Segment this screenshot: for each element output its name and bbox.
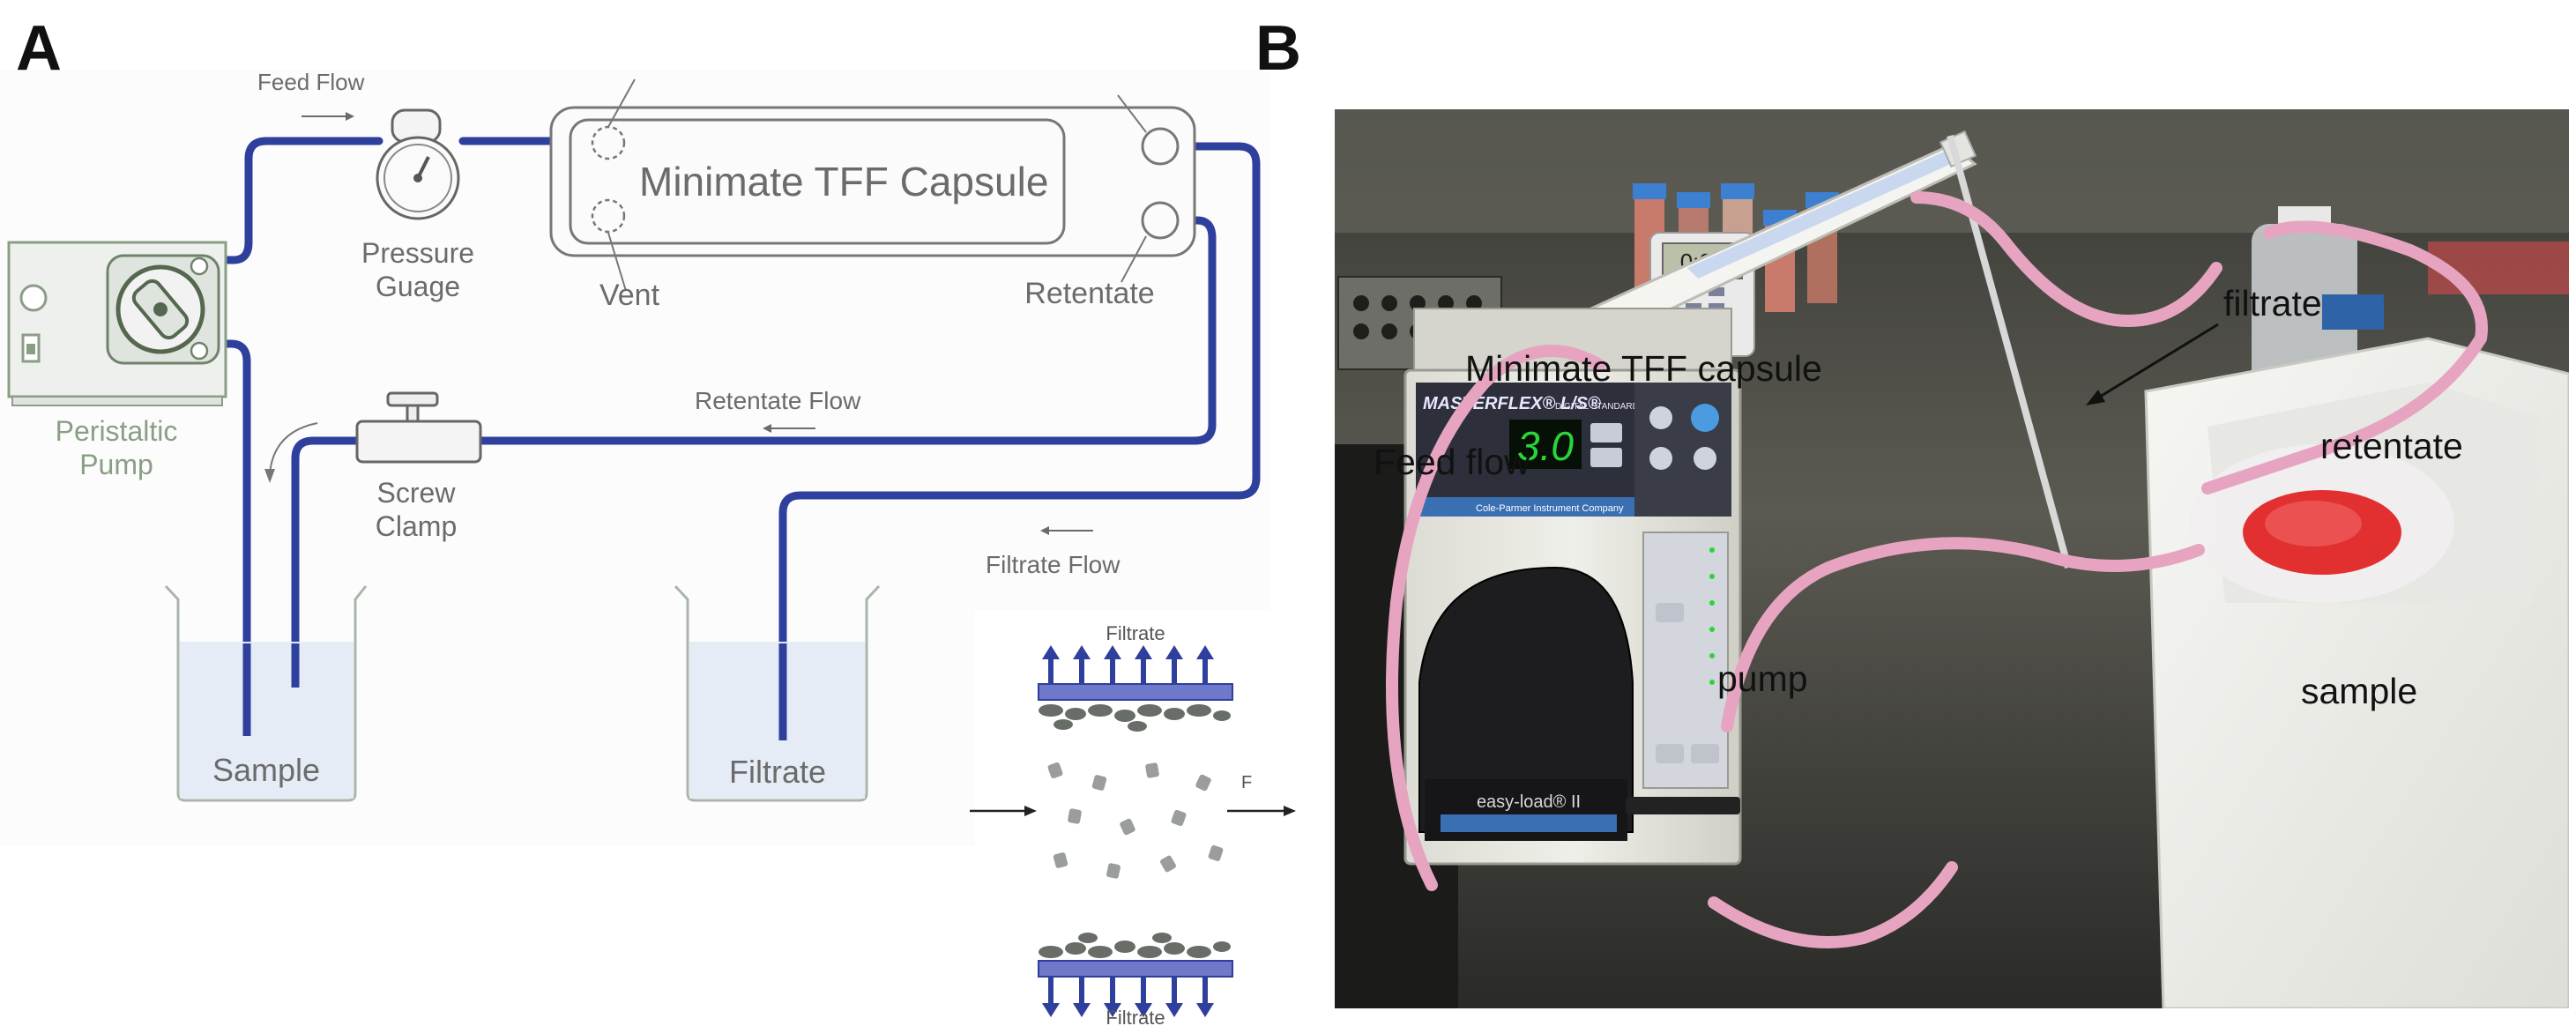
retentate-tubing	[2201, 220, 2488, 494]
pump-brand-sub: DIGITAL STANDARD DRIVE	[1555, 402, 1668, 412]
retentate-label: Retentate	[1024, 277, 1154, 310]
pump-head-label: easy-load® II	[1477, 792, 1581, 812]
photo-sample-label: sample	[2301, 671, 2417, 711]
pressure-gauge	[376, 108, 460, 220]
styrofoam-ice-box	[2144, 337, 2569, 1008]
inset-bottom-arrows	[1042, 977, 1214, 1017]
pump-cal-button	[1649, 447, 1672, 470]
pump-label-line2: Pump	[79, 449, 153, 480]
feed-port-pointer	[607, 78, 636, 128]
filtrate-beaker-label: Filtrate	[729, 754, 826, 790]
pump-lever	[1626, 797, 1740, 814]
pump-down-button	[1590, 448, 1622, 467]
inset-middle-particles	[1047, 762, 1224, 879]
sample-label: Sample	[212, 752, 320, 788]
filtrate-flow-arrow	[1040, 526, 1093, 535]
inset-bottom-particles	[1039, 933, 1231, 958]
feed-tube-1	[220, 137, 383, 264]
inset-feed-arrow	[970, 806, 1037, 816]
photo-feed-flow-label: Feed flow	[1374, 442, 1530, 482]
retentate-return-tube	[291, 436, 361, 692]
filtrate-tube	[778, 142, 1261, 745]
pump-maker: Cole-Parmer Instrument Company	[1476, 503, 1624, 514]
tff-setup-photo: 0:08 MASTERFLEX® L/S® DIGITAL STANDARD	[1335, 109, 2569, 1008]
photo-pump-label: pump	[1717, 658, 1808, 699]
inset-top-arrows	[1042, 645, 1214, 686]
sample-draw-tube	[220, 339, 251, 740]
pressure-gauge-label-line2: Guage	[376, 271, 460, 302]
feed-flow-arrow	[302, 112, 354, 121]
tubing	[220, 137, 1261, 745]
retentate-tube	[476, 216, 1217, 445]
screw-clamp	[355, 391, 482, 464]
feed-tubing	[1386, 345, 1605, 891]
pump-knob	[19, 284, 48, 312]
return-flow-arrow	[269, 422, 318, 475]
retentate-flow-arrow	[763, 424, 815, 433]
pump-start-button	[1691, 404, 1719, 432]
photo-retentate-label: retentate	[2320, 426, 2463, 466]
inset-top-particles	[1039, 704, 1231, 732]
retentate-flow-label: Retentate Flow	[695, 387, 861, 414]
pump-speed-display: 3.0	[1517, 423, 1574, 469]
screw-clamp-label-line2: Clamp	[376, 510, 457, 542]
vent-label: Vent	[599, 279, 660, 312]
filtrate-tubing	[1910, 191, 2222, 327]
pump-up-button	[1590, 423, 1622, 442]
vent-pointer	[607, 232, 627, 292]
tff-capsule	[549, 106, 1196, 257]
screw-clamp-label-line1: Screw	[377, 477, 457, 509]
peristaltic-pump-photo: MASTERFLEX® L/S® DIGITAL STANDARD DRIVE …	[1403, 308, 1742, 866]
filtrate-flow-label: Filtrate Flow	[986, 551, 1120, 578]
pump-flow-button	[1649, 406, 1672, 429]
vent-port	[591, 198, 626, 234]
pink-tubing	[1386, 191, 2488, 948]
pump-prime-button	[1694, 447, 1716, 470]
tff-principle-inset: Filtrate	[970, 610, 1305, 1026]
capsule-label: Minimate TFF Capsule	[639, 159, 1048, 204]
inset-filtrate-bottom-label: Filtrate	[1106, 1007, 1165, 1026]
tff-setup-schematic: Feed Flow Pressure Guage Minimate TFF Ca…	[0, 71, 1305, 1026]
peristaltic-pump	[7, 241, 227, 406]
inset-bottom-membrane	[1038, 960, 1233, 978]
retentate-pointer	[1120, 235, 1147, 283]
inset-top-membrane	[1038, 683, 1233, 701]
filtrate-beaker	[674, 584, 881, 802]
inset-f-label: F	[1241, 773, 1252, 792]
retentate-port	[1141, 201, 1180, 240]
pump-head	[1418, 566, 1634, 833]
pump-label-line1: Peristaltic	[56, 415, 178, 447]
filtrate-port	[1141, 127, 1180, 166]
inset-retentate-arrow	[1227, 806, 1296, 816]
sample-tubing	[1721, 537, 2205, 732]
photo-capsule-label: Minimate TFF capsule	[1465, 348, 1822, 389]
feed-flow-label: Feed Flow	[257, 71, 365, 95]
photo-filtrate-label: filtrate	[2223, 283, 2322, 323]
photo-filtrate-arrow	[2086, 323, 2219, 405]
return-tubing	[1708, 861, 1958, 948]
filtrate-port-pointer	[1117, 94, 1147, 133]
sample-beaker	[164, 584, 368, 802]
inset-filtrate-top-label: Filtrate	[1106, 622, 1165, 644]
pressure-gauge-label-line1: Pressure	[361, 237, 474, 269]
